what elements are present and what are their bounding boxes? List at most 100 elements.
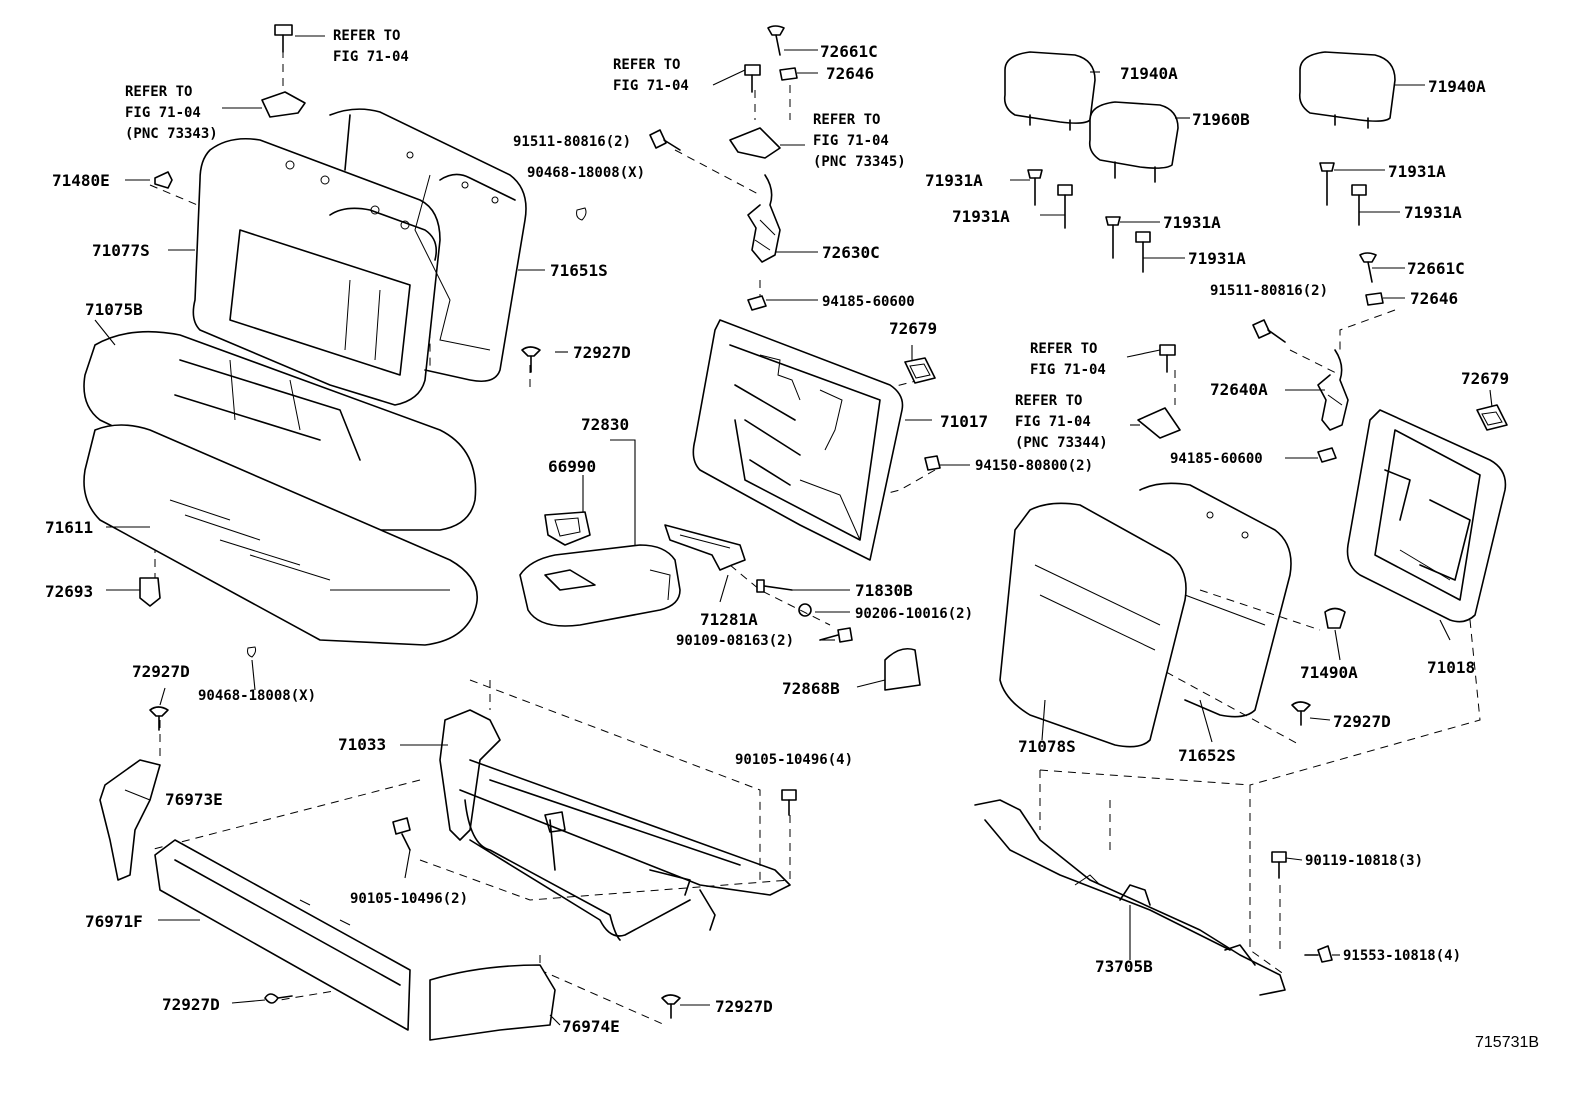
lock-72679-a (904, 357, 936, 384)
washer-90206 (798, 603, 812, 617)
seat-back-pad-71652S (1139, 482, 1292, 718)
label-76971F: 76971F (85, 912, 143, 931)
label-72679-b: 72679 (1461, 369, 1509, 388)
headrest-71960B (1088, 101, 1179, 183)
bolt-91511-a (649, 129, 681, 151)
label-71931A-5: 71931A (1388, 162, 1446, 181)
seat-frame-73705B (974, 799, 1286, 996)
label-72927D-c: 72927D (1333, 712, 1391, 731)
nut-94185-a (747, 295, 767, 311)
label-71490A: 71490A (1300, 663, 1358, 682)
label-71940A-a: 71940A (1120, 64, 1178, 83)
rear-seat-back-71077S (192, 137, 441, 406)
label-76973E: 76973E (165, 790, 223, 809)
guide-71931A-5 (1319, 162, 1335, 206)
ref6-line1: REFER TO (1015, 393, 1082, 409)
label-72830: 72830 (581, 415, 629, 434)
label-91511-80816-a: 91511-80816(2) (513, 134, 631, 150)
seat-back-frame-71017 (692, 319, 904, 561)
cupholder-66990 (544, 511, 591, 546)
label-72661C-a: 72661C (820, 42, 878, 61)
label-71480E: 71480E (52, 171, 110, 190)
pin-72927D-a (521, 346, 541, 373)
label-76974E: 76974E (562, 1017, 620, 1036)
label-91553-10818: 91553-10818(4) (1343, 948, 1461, 964)
label-71931A-4: 71931A (1188, 249, 1246, 268)
label-94185-60600-a: 94185-60600 (822, 294, 915, 310)
label-71281A: 71281A (700, 610, 758, 629)
ref4-line1: REFER TO (813, 112, 880, 128)
retractor-72640A (1317, 349, 1349, 431)
label-72646-a: 72646 (826, 64, 874, 83)
seat-cushion-frame-71033 (439, 709, 791, 941)
ref4-line3: (PNC 73345) (813, 154, 906, 170)
pin-72927D-c (1291, 701, 1311, 726)
pin-72927D-d (264, 993, 293, 1004)
rear-seat-cushion-pad-71611 (83, 424, 479, 646)
bolt-72661C-a (767, 25, 785, 56)
label-72927D-d: 72927D (162, 995, 220, 1014)
label-72693: 72693 (45, 582, 93, 601)
label-90468-18008-a: 90468-18008(X) (527, 165, 645, 181)
label-94185-60600-b: 94185-60600 (1170, 451, 1263, 467)
label-94150-80800: 94150-80800(2) (975, 458, 1093, 474)
label-71017: 71017 (940, 412, 988, 431)
ref2-line1: REFER TO (125, 84, 192, 100)
label-90206-10016: 90206-10016(2) (855, 606, 973, 622)
guide-71931A-4 (1135, 231, 1151, 273)
rear-seat-cushion-cover-71075B (83, 330, 477, 531)
label-71931A-3: 71931A (1163, 213, 1221, 232)
label-66990: 66990 (548, 457, 596, 476)
label-71611: 71611 (45, 518, 93, 537)
bolt-91511-b (1252, 319, 1286, 343)
label-72927D-b: 72927D (132, 662, 190, 681)
pin-72927D-e (661, 994, 681, 1019)
label-91511-80816-b: 91511-80816(2) (1210, 283, 1328, 299)
trim-76971F (154, 839, 411, 1031)
trim-76973E (99, 759, 161, 881)
bolt-90105-a (781, 789, 797, 816)
guide-71931A-1 (1027, 169, 1043, 206)
label-72630C: 72630C (822, 243, 880, 262)
ref6-line3: (PNC 73344) (1015, 435, 1108, 451)
headrest-71940A-a (1003, 51, 1096, 131)
seat-back-frame-71018 (1346, 409, 1507, 623)
ref1-line2: FIG 71-04 (333, 49, 409, 65)
rear-seat-back-pad-71651S (329, 108, 527, 383)
trim-76974E (429, 964, 556, 1041)
label-71940A-b: 71940A (1428, 77, 1486, 96)
ref2-line3: (PNC 73343) (125, 126, 218, 142)
ref3-line1: REFER TO (613, 57, 680, 73)
part-number-labels: 71480E 71077S 71075B 71611 72693 71651S … (45, 42, 1509, 1036)
label-71931A-6: 71931A (1404, 203, 1462, 222)
label-71077S: 71077S (92, 241, 150, 260)
bracket-73343 (261, 91, 306, 118)
clip-90468-a (576, 207, 587, 221)
bracket-73344 (1137, 407, 1181, 439)
bolt-94150 (924, 455, 941, 471)
label-73705B: 73705B (1095, 957, 1153, 976)
lock-72679-b (1476, 404, 1508, 431)
ref1-line1: REFER TO (333, 28, 400, 44)
label-90109-08163: 90109-08163(2) (676, 633, 794, 649)
label-90119-10818: 90119-10818(3) (1305, 853, 1423, 869)
label-90105-10496-a: 90105-10496(4) (735, 752, 853, 768)
nut-72646-a (779, 67, 798, 81)
leader-lines (94, 35, 1493, 1026)
reference-notes: REFER TO FIG 71-04 REFER TO FIG 71-04 (P… (125, 28, 1108, 451)
nut-72646-b (1365, 292, 1384, 306)
guide-71931A-2 (1057, 184, 1073, 229)
label-71651S: 71651S (550, 261, 608, 280)
ref2-line2: FIG 71-04 (125, 105, 201, 121)
hook-71480E (154, 171, 173, 189)
retractor-72630C (747, 174, 781, 263)
clip-90468-b (247, 646, 257, 658)
label-71830B: 71830B (855, 581, 913, 600)
clip-72693 (139, 577, 161, 607)
ref6-line2: FIG 71-04 (1015, 414, 1091, 430)
bolt-72661C-b (1359, 252, 1377, 283)
label-72679-a: 72679 (889, 319, 937, 338)
bolt-71830B (756, 579, 793, 593)
cover-72868B (884, 647, 921, 691)
